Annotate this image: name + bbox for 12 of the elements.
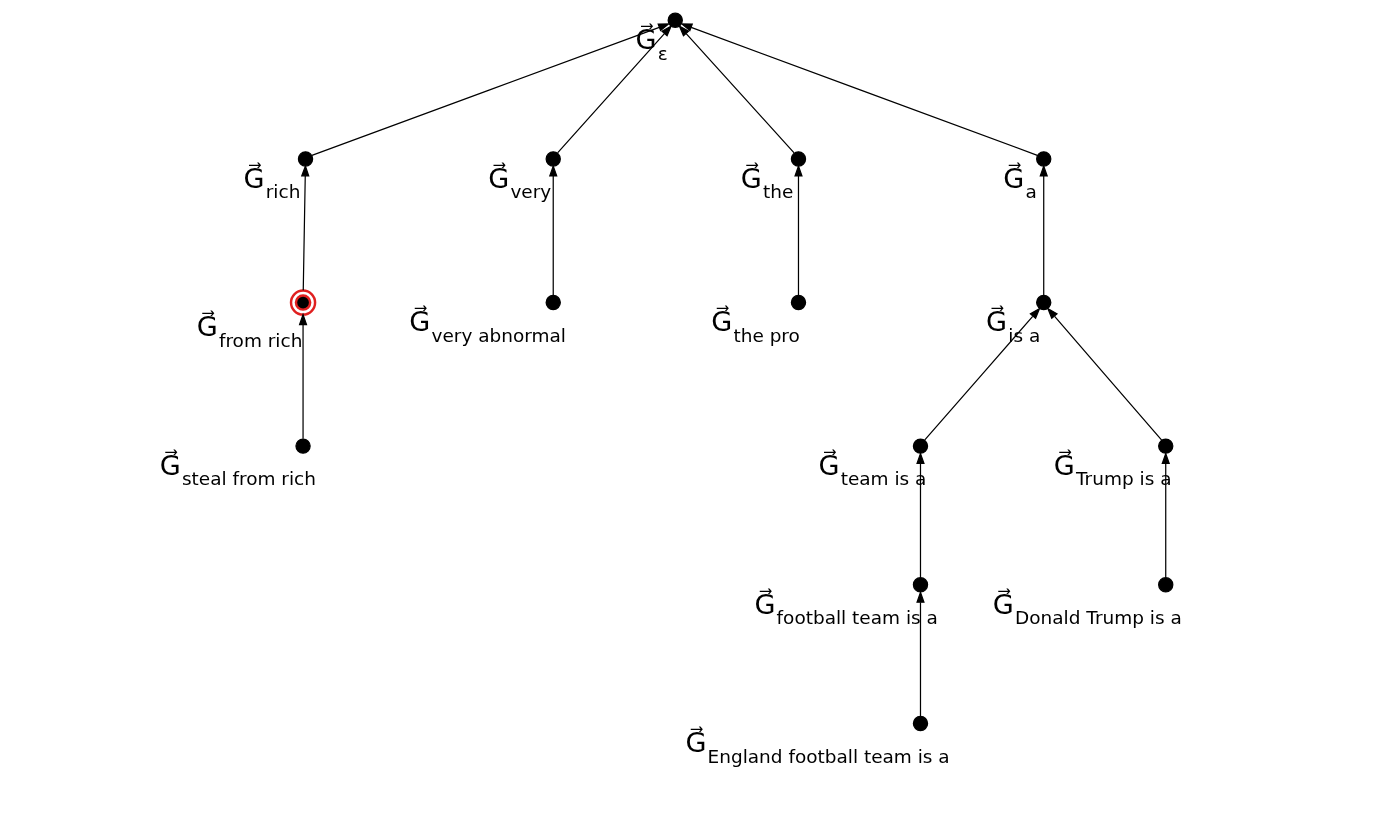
node-label: G⃗$_{the}$	[740, 162, 793, 203]
node-label: G⃗$_{steal from rich}$	[159, 449, 316, 490]
node-label: G⃗$_{rich}$	[243, 162, 300, 203]
node-label: G⃗$_{ε}$	[634, 24, 668, 64]
node-label: G⃗$_{England football team is a}$	[684, 727, 950, 767]
node-label: G⃗$_{a}$	[1002, 162, 1037, 203]
node-label: G⃗$_{very abnormal}$	[408, 306, 566, 346]
node-label: G⃗$_{from rich}$	[196, 311, 302, 351]
node-label: G⃗$_{the pro}$	[710, 306, 800, 346]
node-label: G⃗$_{Donald Trump is a}$	[992, 588, 1182, 629]
node-label: G⃗$_{very}$	[487, 162, 551, 203]
node-label: G⃗$_{football team is a}$	[753, 588, 938, 629]
